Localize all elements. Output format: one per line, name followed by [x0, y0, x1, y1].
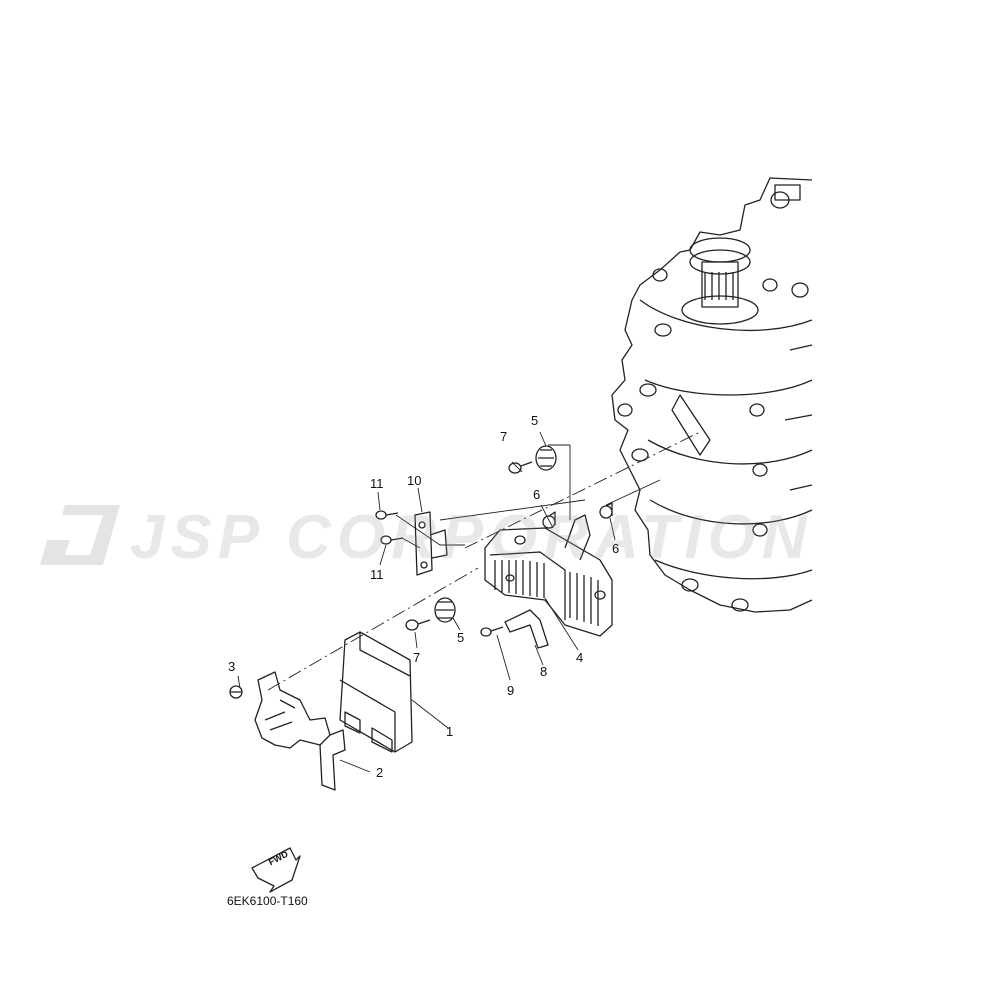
callout-7-bottom: 7: [413, 650, 421, 665]
callout-2: 2: [376, 765, 384, 780]
callout-1: 1: [446, 724, 454, 739]
callout-3: 3: [228, 659, 236, 674]
watermark-text: JSP CORPORATION: [130, 503, 813, 572]
fwd-arrow: [251, 847, 301, 893]
fasteners: [375, 445, 613, 649]
callout-11-top: 11: [370, 476, 384, 491]
ecu-unit: [339, 631, 413, 753]
callout-8: 8: [540, 664, 548, 679]
watermark: JSP CORPORATION: [35, 500, 975, 572]
callout-6-left: 6: [533, 487, 541, 502]
callout-5-top: 5: [531, 413, 539, 428]
leader-lines: [237, 431, 701, 773]
callout-7-top: 7: [500, 429, 508, 444]
callout-10: 10: [407, 473, 422, 488]
bracket-10: [414, 511, 448, 576]
part-code: 6EK6100-T160: [227, 894, 308, 908]
callout-6-right: 6: [612, 541, 620, 556]
callout-11-bottom: 11: [370, 567, 384, 582]
callout-9: 9: [507, 683, 515, 698]
rectifier-plate: [484, 514, 613, 637]
jsp-logo-icon: [40, 505, 120, 565]
callout-4: 4: [576, 650, 584, 665]
wiring-bracket: [229, 671, 346, 791]
engine-block: [611, 177, 813, 613]
callout-5-bottom: 5: [457, 630, 465, 645]
